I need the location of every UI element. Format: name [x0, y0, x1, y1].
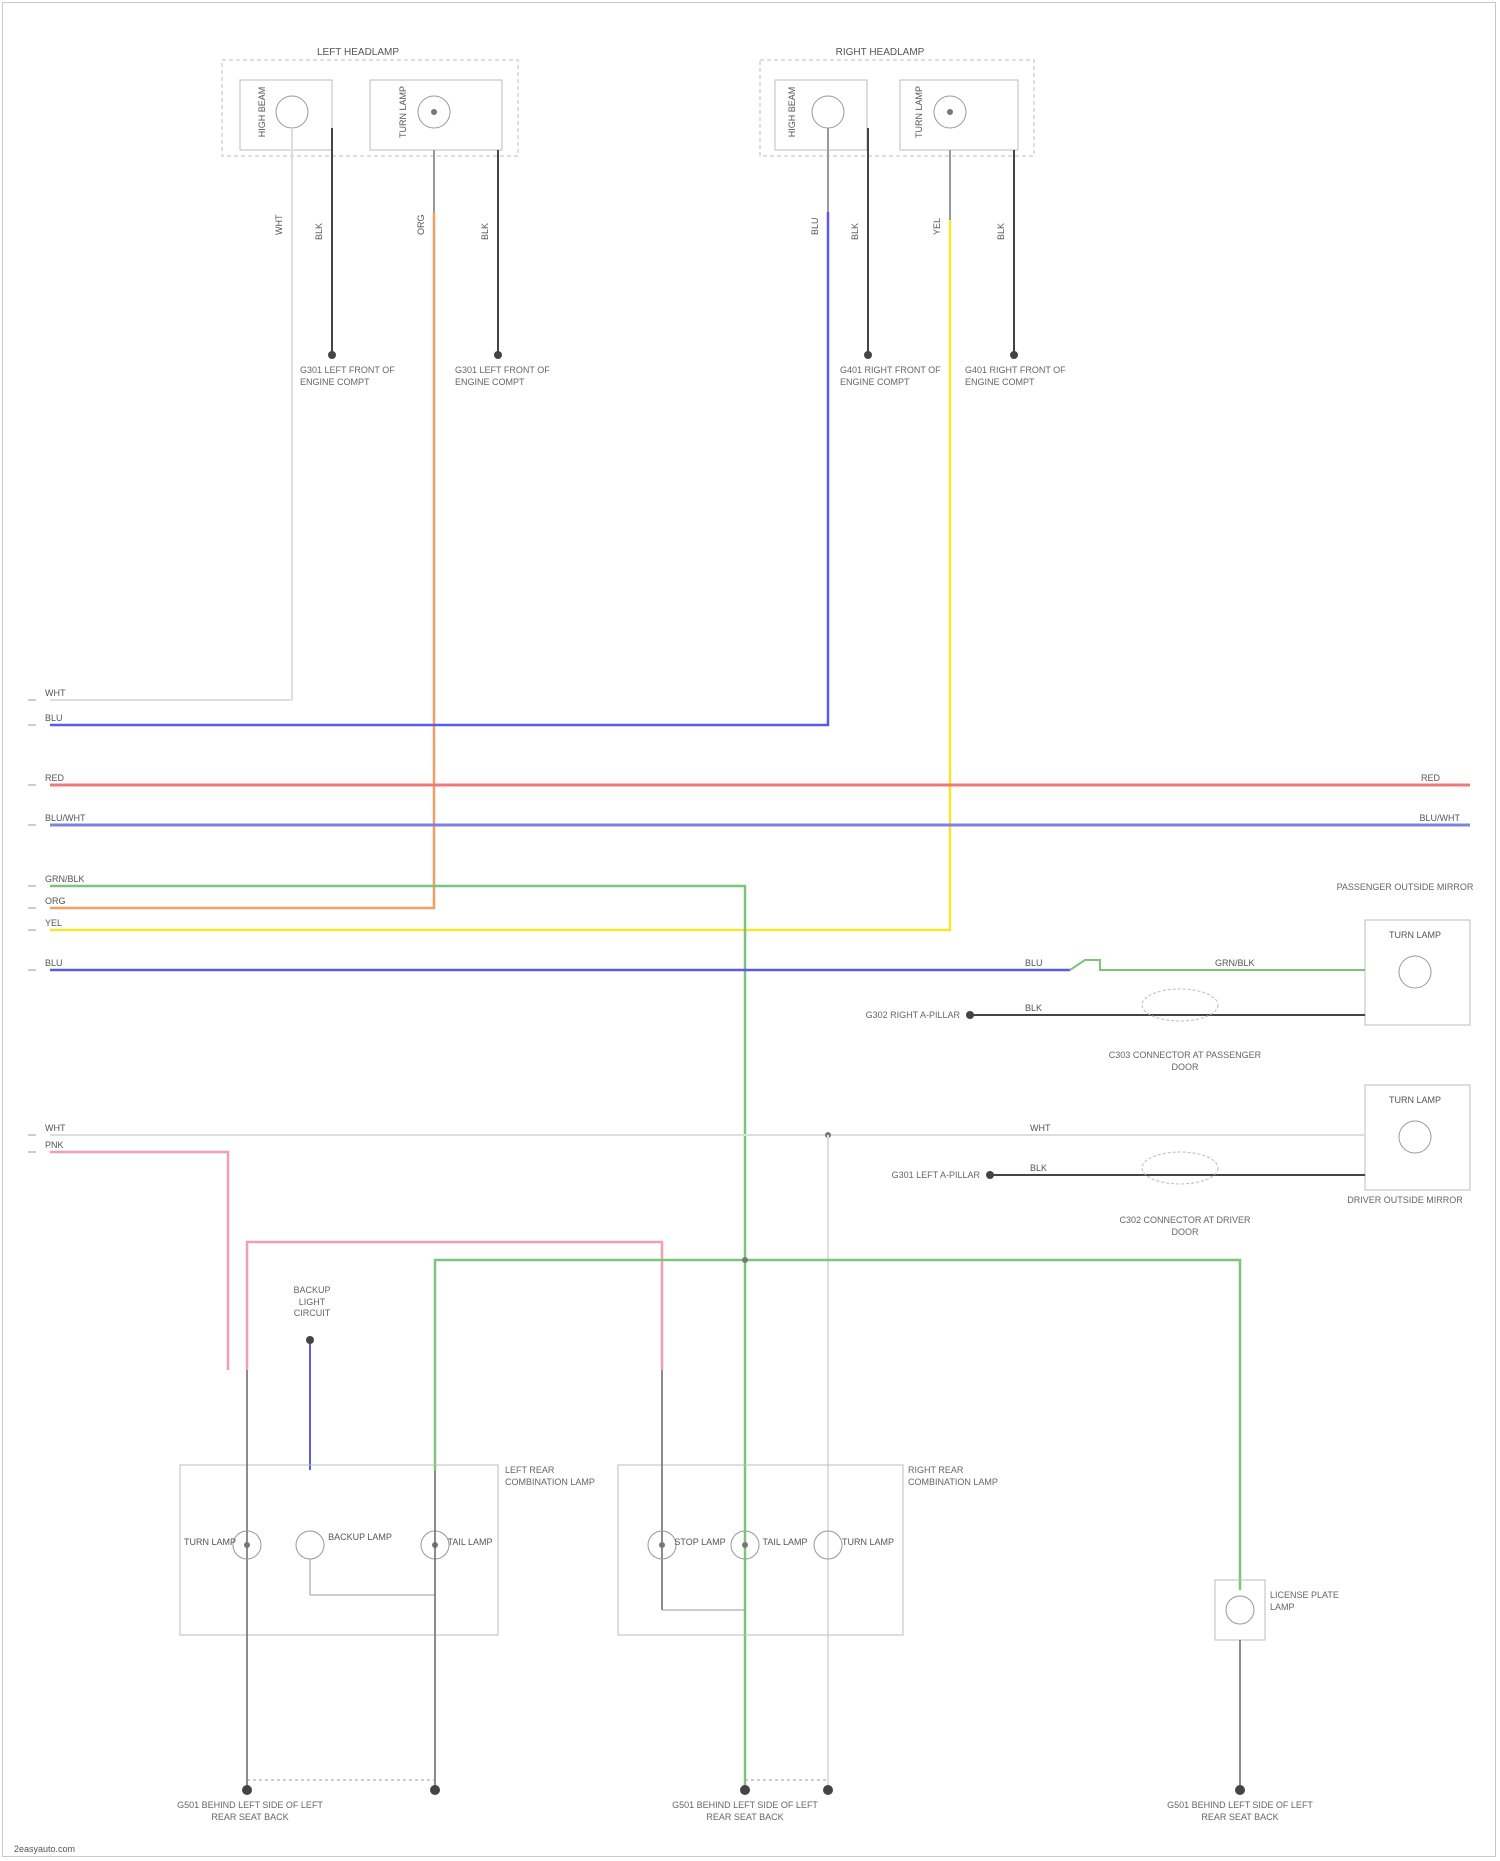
- wire-label: BLK: [314, 223, 324, 240]
- rear-ground-label: G501 BEHIND LEFT SIDE OF LEFT REAR SEAT …: [1160, 1800, 1320, 1823]
- wire-label: GRN/BLK: [1215, 958, 1255, 968]
- wire-label: BLU: [810, 217, 820, 235]
- ground-label: G401 RIGHT FRONT OF ENGINE COMPT: [965, 365, 1075, 388]
- rear-ground-label: G501 BEHIND LEFT SIDE OF LEFT REAR SEAT …: [170, 1800, 330, 1823]
- bus-wire-label: BLU/WHT: [45, 813, 86, 823]
- right-headlamp-title: RIGHT HEADLAMP: [836, 47, 925, 58]
- lamp-label: STOP LAMP: [674, 1537, 725, 1547]
- bus-wire-label: GRN/BLK: [45, 874, 85, 884]
- bus-wire-label: BLU: [45, 713, 63, 723]
- lamp-label: TAIL LAMP: [447, 1537, 492, 1547]
- left-high-beam-label: HIGH BEAM: [257, 87, 267, 138]
- left-headlamp-title: LEFT HEADLAMP: [317, 47, 399, 58]
- lamp-label: TURN LAMP: [842, 1537, 894, 1547]
- ground-label: G401 RIGHT FRONT OF ENGINE COMPT: [840, 365, 950, 388]
- passenger-outside-mirror: PASSENGER OUTSIDE MIRROR TURN LAMP BLU G…: [850, 882, 1475, 1090]
- right-headlamp-turn-bulb: TURN LAMP: [900, 80, 1018, 150]
- driver-mirror-ground: G301 LEFT A-PILLAR: [870, 1170, 980, 1182]
- left-rear-combo-title: LEFT REAR COMBINATION LAMP: [505, 1465, 605, 1488]
- driver-outside-mirror: TURN LAMP DRIVER OUTSIDE MIRROR WHT BLK …: [825, 1085, 1475, 1790]
- wire-label: ORG: [416, 214, 426, 235]
- rear-wiring: BACKUP LIGHT CIRCUIT: [247, 1242, 1240, 1590]
- driver-turn-lamp-label: TURN LAMP: [1389, 1095, 1441, 1105]
- license-lamp-label: LICENSE PLATE LAMP: [1270, 1590, 1350, 1613]
- wire-label: BLK: [850, 223, 860, 240]
- backup-light-circuit-label: BACKUP LIGHT CIRCUIT: [280, 1285, 344, 1320]
- bus-wire-label: WHT: [45, 688, 66, 698]
- bus-wire-label: PNK: [45, 1140, 64, 1150]
- wire-label: YEL: [932, 218, 942, 235]
- left-rear-combination-lamp: LEFT REAR COMBINATION LAMP TURN LAMP BAC…: [180, 1370, 605, 1790]
- wire-label: BLK: [1030, 1163, 1047, 1173]
- watermark: 2easyauto.com: [14, 1844, 75, 1854]
- rear-ground-label: G501 BEHIND LEFT SIDE OF LEFT REAR SEAT …: [665, 1800, 825, 1823]
- wire-label: WHT: [274, 214, 284, 235]
- top-wires: WHT BLK ORG BLK BLU BLK YEL BLK: [50, 128, 1018, 930]
- bus-wire-label: WHT: [45, 1123, 66, 1133]
- right-high-beam-label: HIGH BEAM: [787, 87, 797, 138]
- right-headlamp: RIGHT HEADLAMP HIGH BEAM TURN LAMP: [760, 47, 1034, 156]
- passenger-mirror-title: PASSENGER OUTSIDE MIRROR: [1335, 882, 1475, 894]
- left-headlamp: LEFT HEADLAMP HIGH BEAM TURN LAMP: [222, 47, 518, 156]
- passenger-mirror-ground: G302 RIGHT A-PILLAR: [850, 1010, 960, 1022]
- right-rear-combination-lamp: RIGHT REAR COMBINATION LAMP STOP LAMP TA…: [618, 1370, 1008, 1635]
- wire-label: BLK: [480, 223, 490, 240]
- bus-wire-label: RED: [1421, 773, 1441, 783]
- rear-grounds: G501 BEHIND LEFT SIDE OF LEFT REAR SEAT …: [170, 1780, 1320, 1840]
- top-ground-labels: G301 LEFT FRONT OF ENGINE COMPT G301 LEF…: [300, 365, 1075, 435]
- driver-mirror-connector: C302 CONNECTOR AT DRIVER DOOR: [1105, 1215, 1265, 1238]
- passenger-turn-lamp-label: TURN LAMP: [1389, 930, 1441, 940]
- driver-mirror-title: DRIVER OUTSIDE MIRROR: [1335, 1195, 1475, 1207]
- bus-wire-label: ORG: [45, 896, 66, 906]
- wire-label: BLK: [996, 223, 1006, 240]
- lamp-label: TURN LAMP: [184, 1537, 236, 1547]
- bus-wire-label: BLU/WHT: [1420, 813, 1461, 823]
- ground-label: G301 LEFT FRONT OF ENGINE COMPT: [455, 365, 565, 388]
- license-plate-lamp: LICENSE PLATE LAMP: [1215, 1580, 1350, 1790]
- lamp-label: TAIL LAMP: [762, 1537, 807, 1547]
- right-rear-combo-title: RIGHT REAR COMBINATION LAMP: [908, 1465, 1008, 1488]
- wire-label: WHT: [1030, 1123, 1051, 1133]
- bus-wire-label: YEL: [45, 918, 62, 928]
- right-turn-lamp-label: TURN LAMP: [914, 86, 924, 138]
- wire-label: BLK: [1025, 1003, 1042, 1013]
- passenger-mirror-connector: C303 CONNECTOR AT PASSENGER DOOR: [1105, 1050, 1265, 1073]
- left-turn-lamp-label: TURN LAMP: [398, 86, 408, 138]
- left-headlamp-high-beam-bulb: HIGH BEAM: [240, 80, 332, 150]
- lamp-label: BACKUP LAMP: [328, 1532, 392, 1542]
- right-headlamp-high-beam-bulb: HIGH BEAM: [775, 80, 867, 150]
- bus-wire-label: BLU: [45, 958, 63, 968]
- bus-wire-label: RED: [45, 773, 65, 783]
- left-headlamp-turn-bulb: TURN LAMP: [370, 80, 502, 150]
- wire-label: BLU: [1025, 958, 1043, 968]
- ground-label: G301 LEFT FRONT OF ENGINE COMPT: [300, 365, 410, 388]
